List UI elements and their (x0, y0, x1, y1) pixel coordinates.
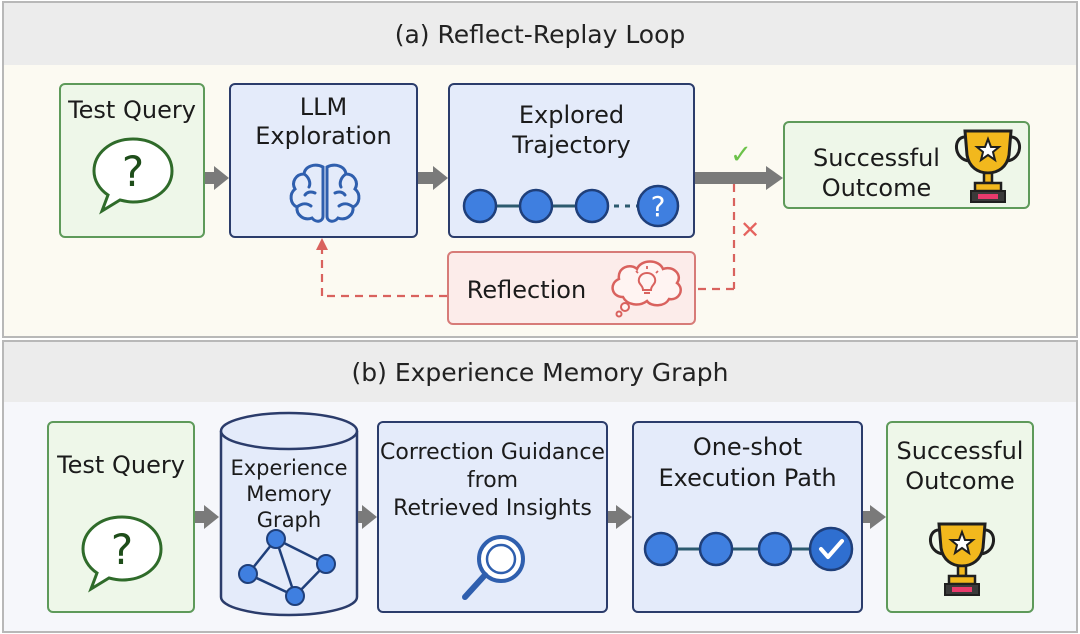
question-mark-a: ? (122, 147, 144, 196)
trajectory-node (462, 188, 498, 224)
guidance-label-line2: from (466, 468, 519, 493)
reflection-box: Reflection (447, 251, 696, 325)
outcome-a-line2: Outcome (821, 174, 932, 202)
successful-outcome-box-b: Successful Outcome (886, 421, 1034, 613)
trajectory-question-mark: ? (651, 190, 666, 223)
magnifier-icon (462, 535, 525, 600)
memory-label-line3: Graph (256, 508, 322, 532)
guidance-label-line3: Retrieved Insights (393, 496, 592, 521)
test-query-label-b: Test Query (57, 451, 185, 479)
path-success-node (808, 526, 854, 572)
memory-label-line1: Experience (230, 456, 348, 480)
test-query-label-a: Test Query (68, 96, 196, 124)
trajectory-label-line1: Explored (518, 101, 625, 129)
outcome-b-line2: Outcome (905, 467, 1015, 495)
speech-bubble-question-icon: ? (81, 515, 163, 593)
path-label-line1: One-shot (692, 433, 803, 461)
correction-guidance-box: Correction Guidance from Retrieved Insig… (377, 421, 608, 613)
successful-outcome-box-a: Successful Outcome (783, 121, 1030, 209)
llm-exploration-box: LLM Exploration (229, 83, 418, 238)
brain-icon (289, 163, 361, 223)
execution-path-box: One-shot Execution Path (632, 421, 863, 613)
speech-bubble-question-icon: ? (92, 137, 174, 215)
trajectory-node (574, 188, 610, 224)
graph-node (238, 564, 258, 584)
graph-node (266, 529, 286, 549)
trajectory-label-line2: Trajectory (512, 131, 631, 159)
trajectory-unknown-node (636, 184, 680, 228)
memory-cylinder (219, 411, 359, 617)
memory-label-line2: Memory (246, 482, 332, 506)
outcome-b-line1: Successful (896, 437, 1024, 465)
execution-path (643, 526, 854, 572)
panel-b-title: (b) Experience Memory Graph (4, 342, 1076, 402)
trophy-icon (929, 522, 995, 596)
panel-a-title: (a) Reflect-Replay Loop (4, 3, 1076, 65)
question-mark-b: ? (111, 525, 133, 574)
path-node (643, 531, 679, 567)
graph-node (316, 554, 336, 574)
llm-label-line2: Exploration (255, 122, 392, 150)
llm-label-line1: LLM (299, 93, 348, 121)
trajectory-node (518, 188, 554, 224)
trajectory-path: ? (462, 184, 680, 228)
graph-node (285, 586, 305, 606)
path-node (698, 531, 734, 567)
outcome-a-line1: Successful (813, 144, 940, 172)
test-query-box-a: Test Query ? (59, 83, 205, 238)
path-check-icon (819, 539, 844, 559)
path-node (757, 531, 793, 567)
explored-trajectory-box: Explored Trajectory ? (448, 83, 695, 238)
guidance-label-line1: Correction Guidance (380, 440, 605, 465)
path-label-line2: Execution Path (658, 464, 837, 492)
trophy-icon (955, 129, 1021, 203)
reflection-label: Reflection (466, 276, 587, 304)
test-query-box-b: Test Query ? (47, 421, 195, 613)
thought-cloud-lightbulb-icon (611, 260, 682, 318)
